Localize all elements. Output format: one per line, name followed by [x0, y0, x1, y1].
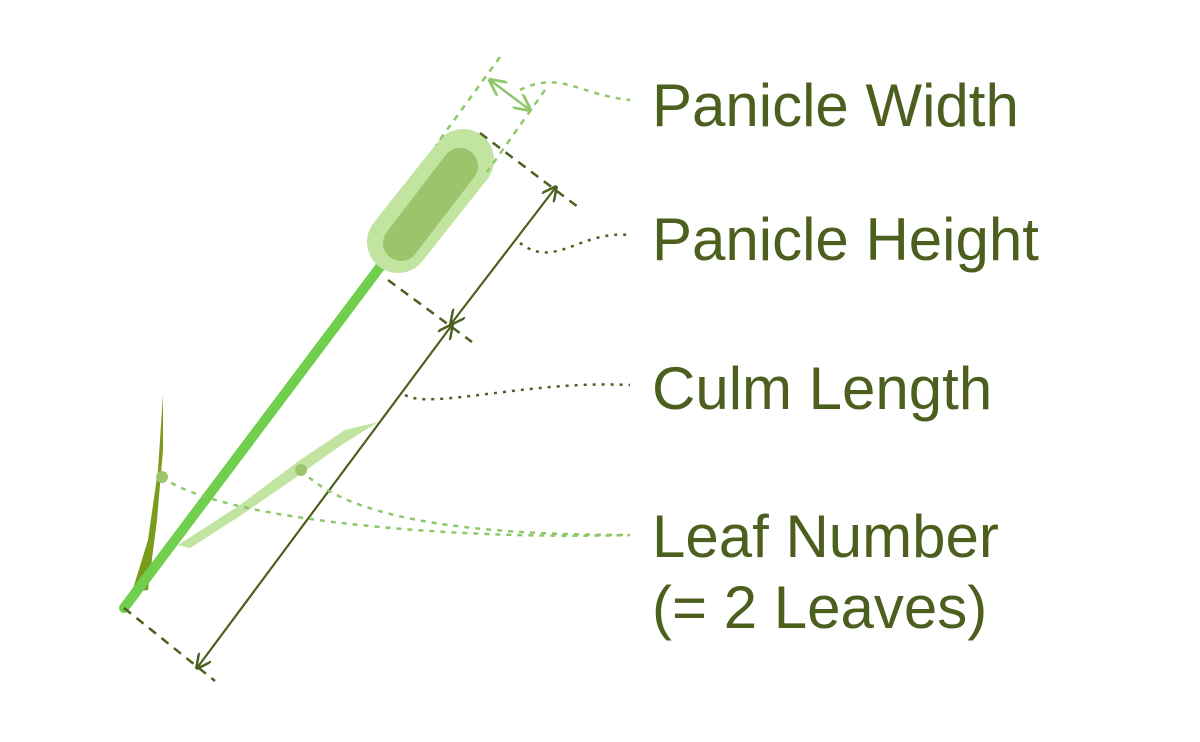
culm-length-leader [404, 383, 631, 401]
panicle-width-leader [519, 81, 631, 102]
panicle-top-tick [479, 132, 579, 208]
leaf-dark [132, 395, 163, 592]
panicle-height-arrow [451, 187, 556, 324]
panicle-height-leader [519, 233, 631, 254]
leaf-number-leader-2 [300, 469, 631, 537]
panicle-inner [383, 148, 478, 261]
label-leaf-number-count: (= 2 Leaves) [652, 574, 987, 641]
leaf-marker-1 [156, 471, 168, 483]
leaf-number-leader-1 [161, 475, 631, 537]
label-panicle-width: Panicle Width [652, 72, 1019, 139]
leaf-light [178, 422, 378, 548]
panicle-width-arrow [490, 80, 530, 110]
label-culm-length: Culm Length [652, 355, 992, 422]
label-panicle-height: Panicle Height [652, 206, 1039, 273]
label-leaf-number: Leaf Number [652, 503, 999, 570]
leaf-marker-2 [295, 464, 307, 476]
culm-length-arrow [197, 325, 452, 668]
panicle-width-guide-2 [485, 89, 547, 173]
culm-base-tick [123, 607, 216, 682]
panicle-base-tick [387, 278, 473, 344]
